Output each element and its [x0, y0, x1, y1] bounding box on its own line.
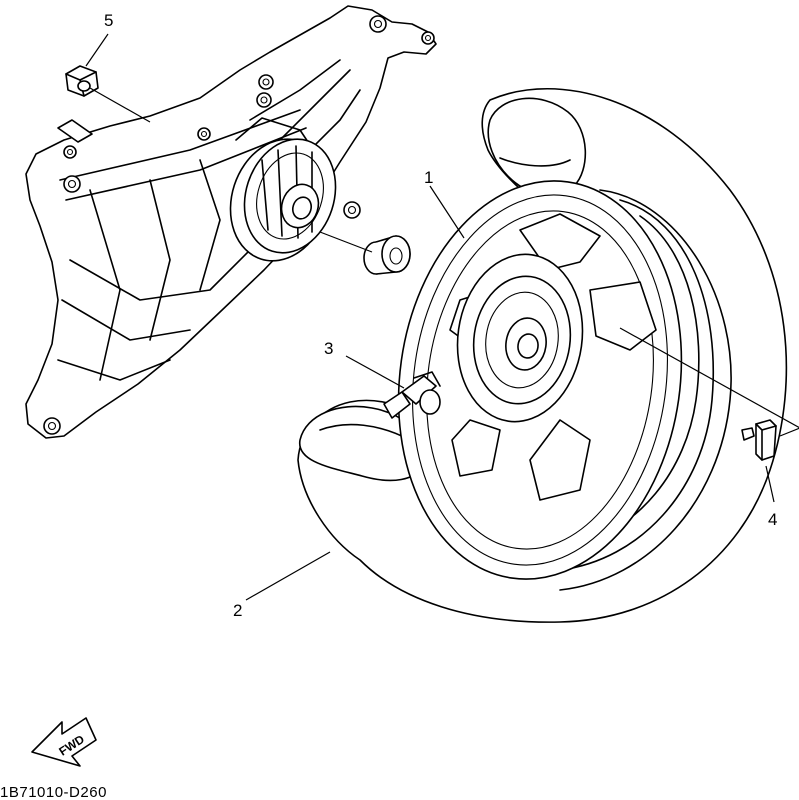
callout-3: 3 [324, 339, 333, 358]
rear-wheel-assembly [297, 88, 788, 623]
leader-4 [765, 465, 775, 503]
leader-5 [85, 33, 109, 67]
callout-4: 4 [768, 510, 777, 529]
axle-nut [65, 65, 99, 97]
balance-weight [741, 419, 777, 461]
axle-axis-line [89, 87, 151, 123]
weight-leader-tip [779, 427, 799, 437]
callout-1: 1 [424, 168, 433, 187]
callout-2: 2 [233, 601, 242, 620]
forward-arrow-icon: FWD [31, 717, 97, 767]
weight-leader [619, 327, 799, 429]
leader-2 [245, 551, 331, 601]
tire-valve [383, 371, 441, 419]
leader-3 [345, 355, 405, 389]
leader-1 [429, 185, 465, 239]
callout-5: 5 [104, 11, 113, 30]
axle-collar [363, 235, 411, 275]
drawing-code: 1B71010-D260 [0, 784, 107, 800]
final-drive-hub [229, 138, 337, 262]
axle-axis-line-2 [319, 231, 373, 253]
